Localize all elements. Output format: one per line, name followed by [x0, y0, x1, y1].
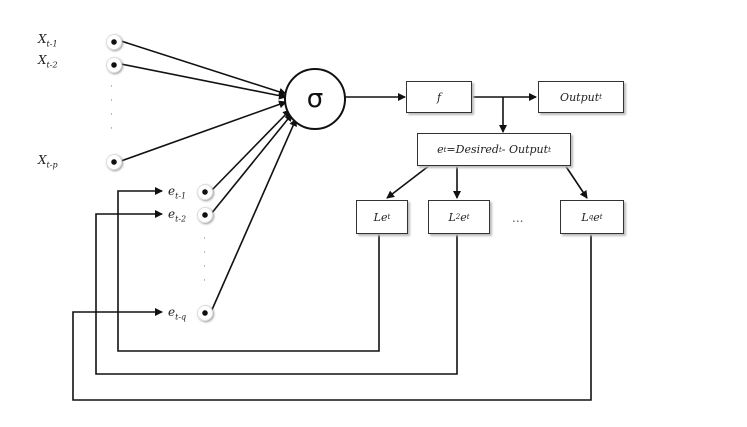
edge-error-lq: [564, 164, 588, 199]
input-node-x-tp: [106, 154, 122, 170]
lag-ellipsis: ...: [512, 211, 524, 225]
sigma-neuron: σ: [284, 68, 346, 130]
edge-eq-neuron: [210, 118, 297, 313]
edge-error-l1: [386, 164, 431, 199]
edge-e2-neuron: [210, 113, 293, 215]
error-label-e-tq: et-q: [168, 305, 187, 322]
feedback-lq-eq: [72, 232, 592, 401]
input-ellipsis: ····: [110, 82, 113, 134]
input-node-x-t2: [106, 57, 122, 73]
activation-box: f: [406, 81, 472, 113]
edge-xp-neuron: [120, 100, 287, 162]
edge-e1-neuron: [210, 109, 291, 192]
edge-x1-neuron: [120, 40, 287, 96]
error-label-e-t2: et-2: [168, 207, 187, 224]
error-node-e-t2: [197, 207, 213, 223]
input-label-x-t1: Xt-1: [38, 32, 58, 49]
feedback-l1-e1: [117, 187, 380, 352]
input-label-x-t2: Xt-2: [38, 53, 58, 70]
feedback-l2-e2: [95, 210, 458, 375]
neuron-symbol: σ: [306, 84, 324, 114]
input-node-x-t1: [106, 34, 122, 50]
error-node-e-t1: [197, 184, 213, 200]
input-label-x-tp: Xt-p: [38, 153, 58, 170]
error-label-e-t1: et-1: [168, 184, 187, 201]
edge-x2-neuron: [120, 63, 287, 100]
error-node-e-tq: [197, 305, 213, 321]
error-ellipsis: ····: [203, 234, 206, 286]
